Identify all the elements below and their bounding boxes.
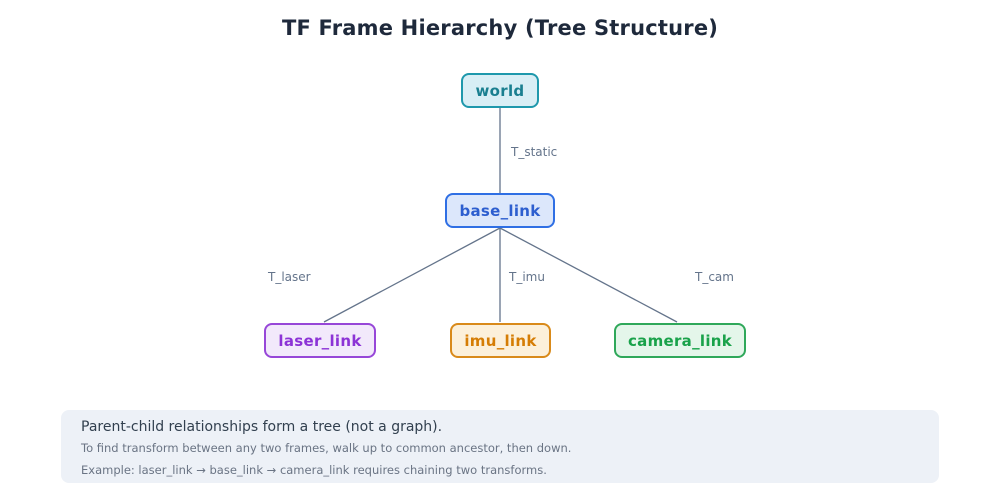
note-line-2: To find transform between any two frames… bbox=[81, 441, 572, 455]
edge-label-t-cam: T_cam bbox=[695, 270, 734, 284]
node-laser-link: laser_link bbox=[264, 323, 376, 358]
edge-label-t-laser: T_laser bbox=[268, 270, 311, 284]
page-title: TF Frame Hierarchy (Tree Structure) bbox=[281, 16, 719, 40]
node-base-link: base_link bbox=[445, 193, 555, 228]
edge-label-t-imu: T_imu bbox=[509, 270, 545, 284]
node-imu-link: imu_link bbox=[450, 323, 551, 358]
node-world: world bbox=[461, 73, 539, 108]
edge-label-t-static: T_static bbox=[511, 145, 558, 159]
explanation-note: Parent-child relationships form a tree (… bbox=[61, 410, 939, 483]
edge-base-camera bbox=[499, 227, 678, 323]
node-camera-link: camera_link bbox=[614, 323, 746, 358]
note-heading: Parent-child relationships form a tree (… bbox=[81, 419, 443, 435]
edge-base-laser bbox=[323, 227, 501, 323]
note-line-3: Example: laser_link → base_link → camera… bbox=[81, 463, 547, 477]
